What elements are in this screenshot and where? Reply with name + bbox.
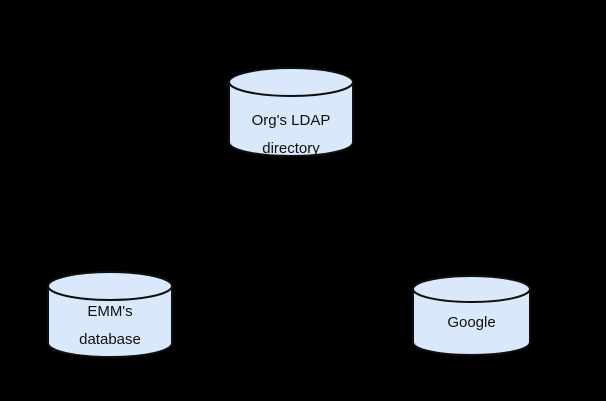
node-google[interactable]: Google (412, 275, 531, 356)
cylinder-shape-ldap (228, 67, 354, 157)
cylinder-shape-google (412, 275, 531, 356)
node-org-ldap-directory[interactable]: Org's LDAP directory (228, 67, 354, 157)
cylinder-shape-emm (47, 271, 173, 358)
node-emm-database[interactable]: EMM's database (47, 271, 173, 358)
